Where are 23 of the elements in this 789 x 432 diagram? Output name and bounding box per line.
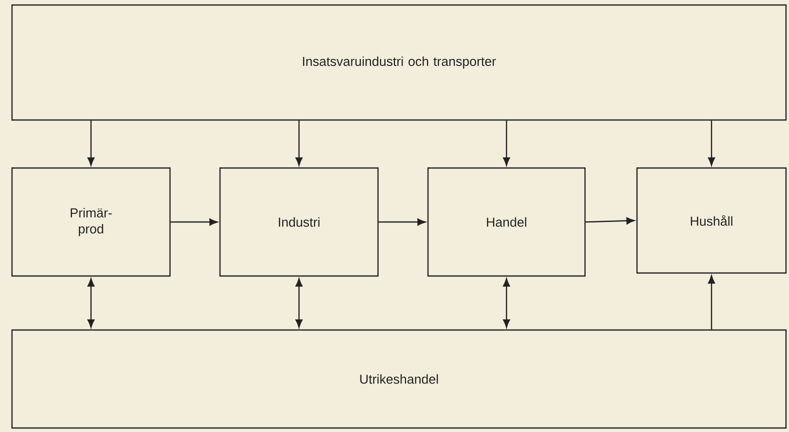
box-label: Insatsvaruindustri och transporter	[303, 56, 496, 69]
box-label: Primär- prod	[70, 208, 112, 236]
arrow	[295, 120, 303, 166]
box	[11, 329, 787, 429]
arrow	[502, 120, 510, 166]
box	[11, 4, 787, 121]
arrow	[170, 218, 218, 226]
box-label: Handel	[486, 217, 526, 227]
arrow	[586, 217, 635, 224]
arrow	[708, 120, 716, 166]
arrow	[87, 278, 95, 328]
arrow	[502, 278, 510, 328]
box	[219, 167, 379, 277]
box	[427, 167, 586, 277]
box-label: Industri	[278, 217, 320, 227]
box	[636, 167, 787, 274]
box	[11, 167, 171, 277]
arrow	[87, 120, 95, 166]
arrow	[295, 278, 303, 328]
arrow	[378, 218, 426, 226]
box-label: Hushåll	[690, 215, 732, 226]
arrow	[708, 275, 716, 330]
box-label: Utrikeshandel	[360, 374, 438, 384]
